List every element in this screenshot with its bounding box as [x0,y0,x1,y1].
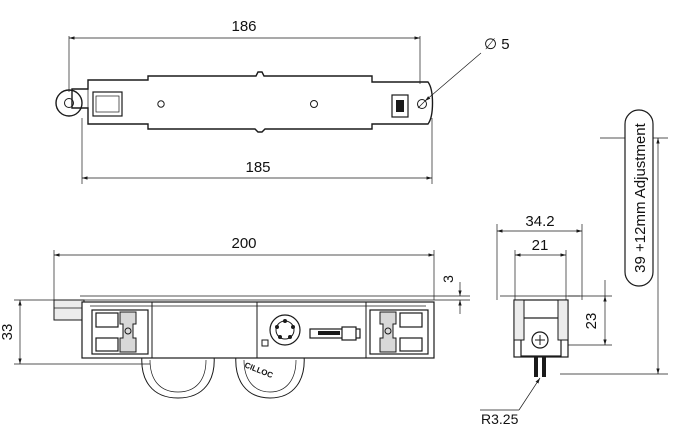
rivet-hole-right [310,100,318,108]
left-clip-inner [95,95,120,113]
end-right-flange [557,299,569,341]
hole-mark [417,99,427,109]
wheel-tab-right [542,357,546,377]
rivet-hole-left [157,100,165,108]
adjust-slot [309,326,361,341]
adjustment-callout-box [624,109,654,287]
side-right-clip [369,309,429,355]
mounting-lug [55,89,83,117]
wheel-tab-left [534,357,538,377]
dim-label-186: 186 [231,18,256,35]
lug-hole [64,98,74,108]
adjuster [261,314,301,347]
dim-label-200: 200 [231,235,256,252]
screw-cross [535,335,545,345]
hole-callout: ∅ 5 [484,36,510,53]
leader-line-radius [518,377,541,411]
dim-label-21: 21 [532,237,549,254]
end-view: 34.2 21 23 39 +12mm Adjustment R3.25 [480,109,668,427]
carrier-body-outline [71,71,434,133]
side-left-clip [91,309,149,355]
wheel-brand: CILLOC [243,361,274,381]
hole-5mm [417,99,427,109]
side-view: 200 CILLOC [0,235,470,399]
right-wheel: CILLOC [235,354,305,399]
dim-label-33: 33 [0,324,16,341]
dim-label-23: 23 [583,313,600,330]
adjustment-note: 39 +12mm Adjustment [632,122,649,272]
radius-callout: R3.25 [481,411,519,427]
leader-line-hole [424,52,482,102]
dim-label-34-2: 34.2 [525,213,554,230]
dim-label-3: 3 [440,275,456,283]
right-clip-slot [396,100,404,112]
top-view: 186 ∅ 5 185 [55,18,510,184]
adjuster-screw [269,314,301,346]
end-left-flange [513,299,525,341]
dim-label-185: 185 [245,159,270,176]
end-tab [53,299,85,321]
left-clip [92,91,123,117]
left-wheel [141,354,215,399]
